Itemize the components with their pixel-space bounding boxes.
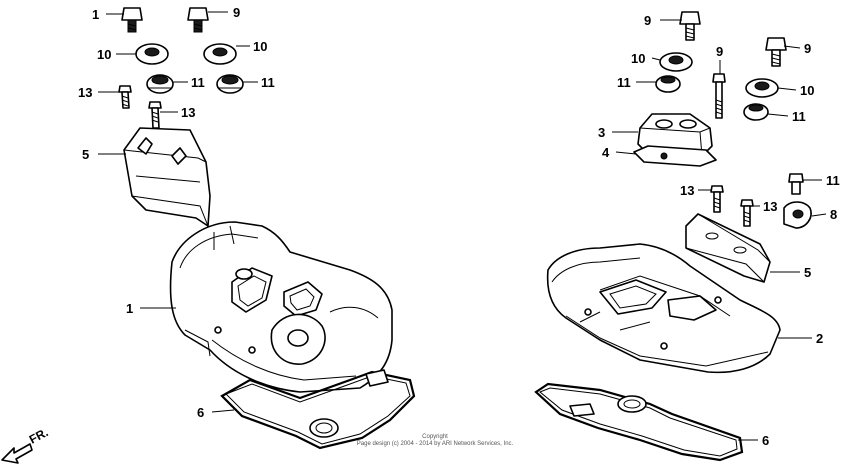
callout-11: 11 — [617, 75, 631, 90]
head-cover-gasket-right — [534, 382, 744, 462]
callout-11: 11 — [261, 75, 275, 90]
callout-9: 9 — [233, 5, 240, 20]
bolt-13-right-a — [710, 185, 724, 213]
callout-5: 5 — [804, 265, 811, 280]
callout-11: 11 — [191, 75, 205, 90]
bolt-13-left-b — [148, 101, 162, 129]
washer-10-left-b — [203, 43, 237, 65]
callout-11: 11 — [792, 109, 806, 124]
callout-9: 1 — [92, 7, 99, 22]
callout-9: 9 — [804, 41, 811, 56]
bolt-9-right-a — [679, 11, 701, 41]
bolt-13-left-a — [118, 85, 132, 109]
callout-12: 11 — [826, 173, 840, 188]
grommet-11-left-b — [216, 74, 244, 94]
callout-10: 10 — [800, 83, 814, 98]
callout-3: 3 — [598, 125, 605, 140]
cylinder-head-cover-left — [169, 221, 393, 393]
cover-plate-left — [123, 127, 211, 227]
grommet-11-right-b — [743, 103, 769, 121]
callout-5: 5 — [82, 147, 89, 162]
grommet-11-left-a — [146, 74, 174, 94]
callout-6: 6 — [197, 405, 204, 420]
callout-4: 4 — [602, 145, 610, 160]
bolt-12 — [788, 173, 804, 195]
callout-1: 1 — [126, 301, 133, 316]
callout-6: 6 — [762, 433, 769, 448]
breather-cover — [637, 113, 713, 157]
callout-labels: 1 9 10 10 11 11 13 13 5 1 6 9 10 11 9 9 … — [78, 5, 840, 448]
bolt-13-right-b — [740, 199, 754, 227]
callout-2: 2 — [816, 331, 823, 346]
head-cover-gasket-left — [220, 369, 416, 450]
cylinder-head-cover-right — [546, 243, 781, 374]
bolt-9-left-a — [121, 7, 143, 33]
bolt-9-left-b — [187, 7, 209, 33]
callout-10: 10 — [97, 47, 111, 62]
callout-13: 13 — [78, 85, 92, 100]
leader-lines — [98, 11, 827, 441]
callout-8: 9 — [716, 44, 723, 59]
callout-7: 8 — [830, 207, 837, 222]
breather-gasket — [633, 145, 717, 167]
grommet-11-right-a — [655, 75, 681, 93]
bolt-8 — [712, 73, 726, 119]
washer-10-right-a — [659, 52, 693, 72]
callout-13: 13 — [181, 105, 195, 120]
callout-13: 13 — [763, 199, 777, 214]
copyright-notice: Copyright Page design (c) 2004 - 2014 by… — [320, 434, 550, 448]
callout-13: 13 — [680, 183, 694, 198]
cover-plate-right — [685, 213, 771, 283]
washer-10-left-a — [135, 43, 169, 65]
front-arrow-icon — [1, 443, 33, 464]
bolt-9-right-b — [765, 37, 787, 67]
callout-9: 9 — [644, 13, 651, 28]
washer-10-right-b — [745, 78, 779, 98]
clamp-7 — [783, 201, 812, 229]
callout-10: 10 — [631, 51, 645, 66]
front-direction-indicator: FR. — [1, 425, 50, 464]
callout-10: 10 — [253, 39, 267, 54]
copyright-line-1: Copyright — [422, 434, 448, 440]
copyright-line-2: Page design (c) 2004 - 2014 by ARI Netwo… — [356, 441, 514, 447]
